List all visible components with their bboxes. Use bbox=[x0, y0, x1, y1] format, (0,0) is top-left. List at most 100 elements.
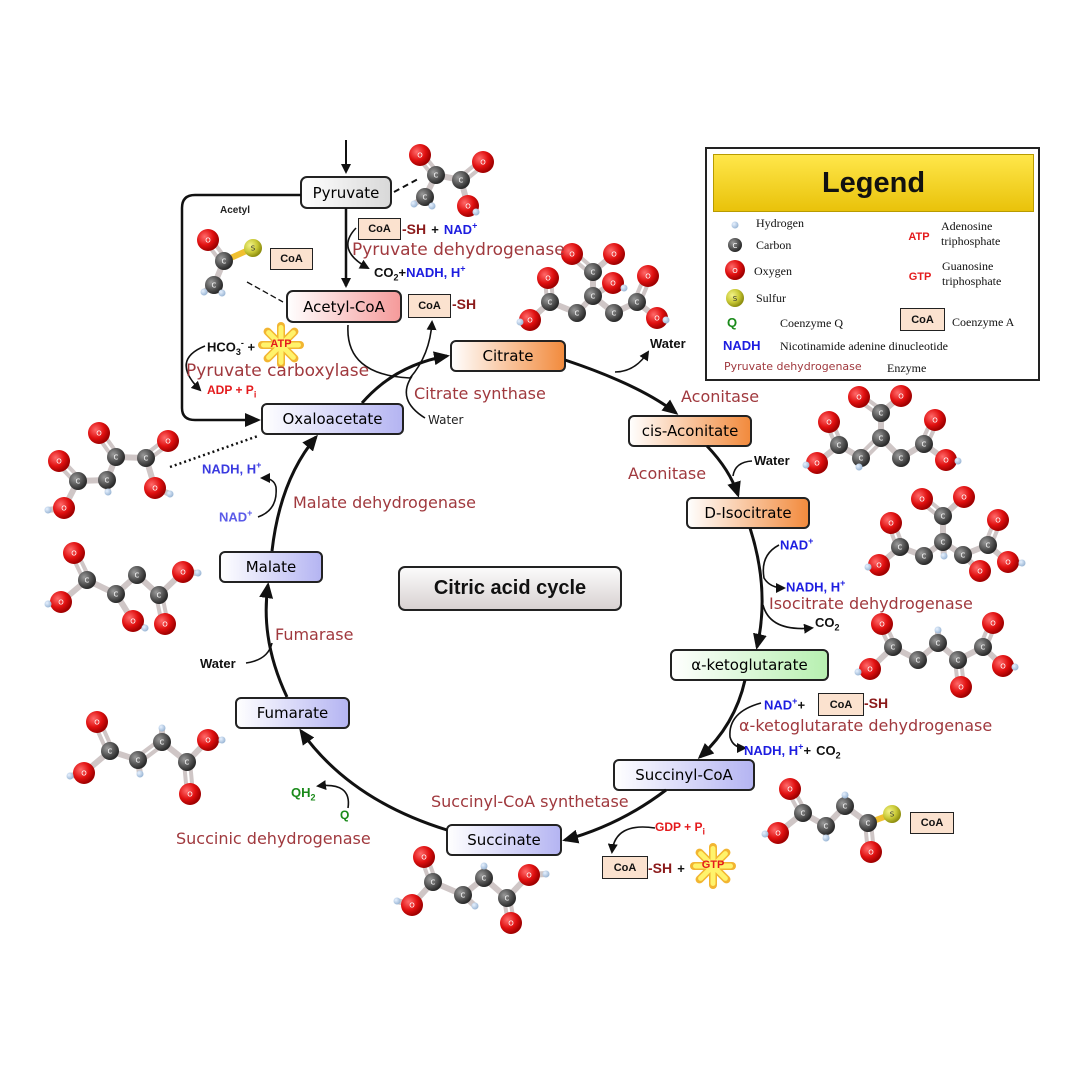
carbon-atom-icon bbox=[454, 886, 472, 904]
oxygen-atom-icon bbox=[472, 151, 494, 173]
carbon-atom-icon bbox=[915, 547, 933, 565]
carbon-atom-icon bbox=[568, 304, 586, 322]
svg-text:C: C bbox=[612, 310, 617, 318]
succinyl-coa-node[interactable]: Succinyl-CoA bbox=[635, 766, 733, 784]
svg-text:C: C bbox=[591, 269, 596, 277]
carbon-atom-icon bbox=[78, 571, 96, 589]
oxygen-atom-icon bbox=[197, 729, 219, 751]
carbon-atom-icon bbox=[424, 873, 442, 891]
sulfur-icon bbox=[726, 289, 744, 307]
svg-text:C: C bbox=[591, 293, 596, 301]
d-isocitrate-box-shape bbox=[686, 497, 810, 529]
svg-text:O: O bbox=[421, 854, 427, 862]
coa-box-citrate-synthase: CoA bbox=[408, 294, 451, 318]
legend-nadh: Nicotinamide adenine dinucleotide bbox=[780, 339, 948, 353]
oxygen-atom-icon bbox=[982, 612, 1004, 634]
acetyl-coa-node[interactable]: Acetyl-CoA bbox=[303, 297, 385, 316]
svg-text:C: C bbox=[505, 895, 510, 903]
svg-text:O: O bbox=[569, 251, 575, 259]
hydrogen-atom-icon bbox=[428, 202, 436, 210]
akg-box-shape bbox=[670, 649, 829, 681]
arrow-akg-to-succinylcoa bbox=[697, 679, 747, 760]
oxaloacetate-node[interactable]: Oxaloacetate bbox=[282, 410, 383, 428]
carbon-atom-icon bbox=[949, 651, 967, 669]
oxygen-atom-icon bbox=[53, 497, 75, 519]
arc-sdh-q bbox=[316, 780, 350, 809]
hydrogen-atom-icon bbox=[855, 463, 863, 471]
carbon-atom-icon bbox=[150, 586, 168, 604]
svg-text:C: C bbox=[936, 640, 941, 648]
svg-text:C: C bbox=[941, 539, 946, 547]
plus-sign: + bbox=[431, 222, 439, 237]
carbon-atom-icon bbox=[584, 263, 602, 281]
citrate-node[interactable]: Citrate bbox=[482, 347, 534, 365]
hydrogen-atom-icon bbox=[516, 318, 524, 326]
oxygen-atom-icon bbox=[859, 658, 881, 680]
carbon-atom-icon bbox=[101, 742, 119, 760]
oxygen-atom-icon bbox=[890, 385, 912, 407]
svg-text:C: C bbox=[879, 435, 884, 443]
svg-text:O: O bbox=[152, 485, 158, 493]
pyruvate-node[interactable]: Pyruvate bbox=[312, 183, 380, 202]
scs-outputs: -SH + bbox=[648, 860, 685, 876]
oxygen-atom-icon bbox=[646, 307, 668, 329]
citrate-box-shape bbox=[450, 340, 566, 372]
oxygen-atom-icon bbox=[519, 309, 541, 331]
fumarate-node[interactable]: Fumarate bbox=[256, 704, 329, 722]
legend-coenzyme-q: Coenzyme Q bbox=[780, 316, 843, 330]
malate-node[interactable]: Malate bbox=[245, 558, 297, 576]
svg-text:O: O bbox=[205, 237, 211, 245]
metabolite-boxes bbox=[219, 176, 829, 856]
arrow-pyruvate-carboxylase-bypass bbox=[180, 193, 301, 427]
arrow-fumarate-to-malate bbox=[259, 582, 289, 698]
arc-idh-nad bbox=[762, 544, 786, 593]
pdh-inputs: -SH + NAD+ bbox=[402, 219, 477, 238]
succinate-box-shape bbox=[446, 824, 562, 856]
arc-citrate-water-out bbox=[614, 350, 650, 373]
hydrogen-atom-icon bbox=[841, 791, 849, 799]
hydrogen-atom-icon bbox=[472, 208, 480, 216]
oxygen-atom-icon bbox=[868, 554, 890, 576]
svg-text:C: C bbox=[891, 644, 896, 652]
hydrogen-atom-icon bbox=[620, 284, 628, 292]
legend-atp-symbol: ATP bbox=[908, 231, 930, 243]
svg-text:O: O bbox=[1000, 663, 1006, 671]
hydrogen-atom-icon bbox=[136, 770, 144, 778]
oxygen-atom-icon bbox=[987, 509, 1009, 531]
succinate-node[interactable]: Succinate bbox=[467, 831, 541, 849]
arc-citrate-synthase-water bbox=[405, 375, 426, 419]
oxygen-atom-icon bbox=[73, 762, 95, 784]
alpha-ketoglutarate-node[interactable]: α-ketoglutarate bbox=[691, 656, 808, 674]
hydrogen-atom-icon bbox=[854, 668, 862, 676]
idh-nad-plus: NAD+ bbox=[780, 536, 814, 553]
oxygen-atom-icon bbox=[144, 477, 166, 499]
svg-text:O: O bbox=[977, 568, 983, 576]
svg-text:C: C bbox=[575, 310, 580, 318]
svg-text:C: C bbox=[899, 455, 904, 463]
svg-text:C: C bbox=[461, 892, 466, 900]
svg-text:O: O bbox=[205, 737, 211, 745]
hydrogen-atom-icon bbox=[761, 830, 769, 838]
enzyme-akg-dehydrogenase: α-ketoglutarate dehydrogenase bbox=[739, 716, 993, 735]
sh-label-akgdh: -SH bbox=[864, 695, 889, 711]
carbon-atom-icon bbox=[605, 304, 623, 322]
cis-aconitate-node[interactable]: cis-Aconitate bbox=[641, 422, 739, 440]
svg-text:C: C bbox=[961, 552, 966, 560]
coa-box-pdh-input: CoA bbox=[358, 218, 401, 240]
link-oxaloacetate-molecule bbox=[169, 434, 259, 469]
svg-text:C: C bbox=[922, 441, 927, 449]
oxygen-atom-icon bbox=[935, 449, 957, 471]
svg-text:C: C bbox=[879, 410, 884, 418]
carbon-atom-icon bbox=[884, 638, 902, 656]
svg-text:O: O bbox=[888, 520, 894, 528]
oxygen-atom-icon bbox=[997, 551, 1019, 573]
svg-text:O: O bbox=[876, 562, 882, 570]
d-isocitrate-node[interactable]: D-Isocitrate bbox=[704, 504, 792, 522]
hydrogen-atom-icon bbox=[542, 870, 550, 878]
hydrogen-atom-icon bbox=[934, 626, 942, 634]
carbon-atom-icon bbox=[929, 634, 947, 652]
enzyme-aconitase-2: Aconitase bbox=[628, 464, 707, 483]
